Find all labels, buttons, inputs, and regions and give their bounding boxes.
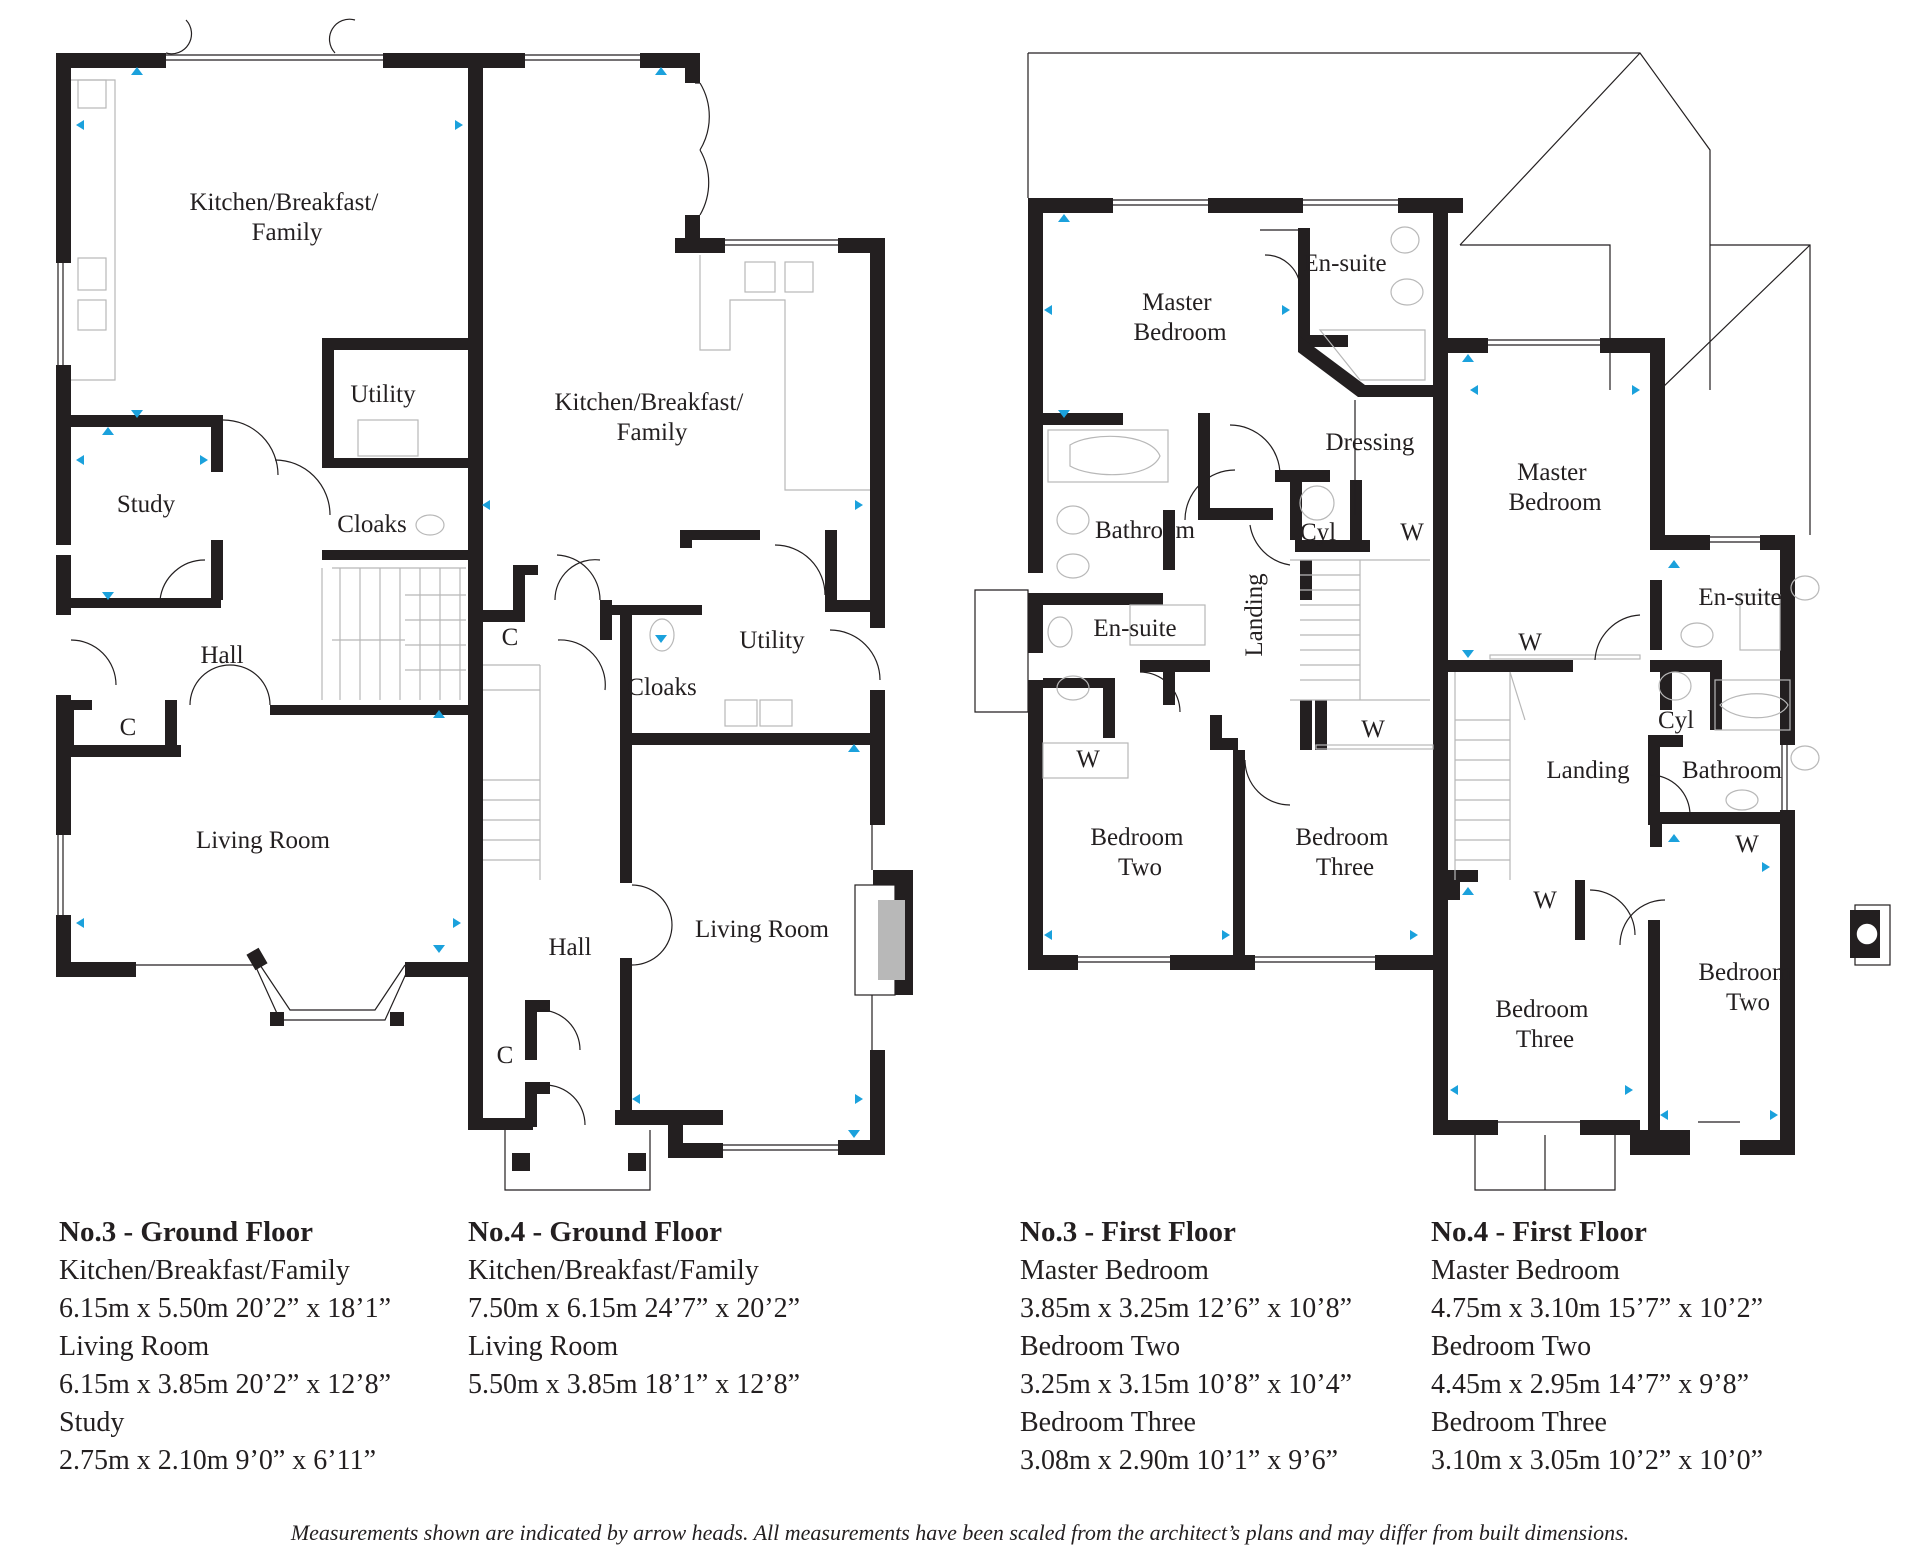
no4-utility-label: Utility: [739, 627, 805, 654]
no4-master-bedroom-label: Master Bedroom: [1508, 459, 1602, 516]
no3-ensuite-2-label: En-suite: [1093, 615, 1176, 642]
legend-line: 6.15m x 5.50m 20’2” x 18’1”: [59, 1293, 392, 1324]
no4-wardrobe-3-label: W: [1533, 887, 1557, 914]
legend-line: 4.45m x 2.95m 14’7” x 9’8”: [1431, 1369, 1750, 1400]
no3-master-bedroom-label: Master Bedroom: [1133, 289, 1227, 346]
no4-kitchen-label: Kitchen/Breakfast/ Family: [554, 389, 749, 446]
legend-line: 5.50m x 3.85m 18’1” x 12’8”: [468, 1369, 801, 1400]
no3-utility-label: Utility: [350, 381, 416, 408]
legend-title: No.3 - Ground Floor: [59, 1216, 314, 1248]
no4-bedroom-three-label: Bedroom Three: [1495, 996, 1594, 1053]
legend-title: No.4 - Ground Floor: [468, 1216, 723, 1248]
no4-living-room-label: Living Room: [695, 916, 830, 943]
measurement-arrow-heads: [76, 67, 1778, 1138]
no4-cupboard-label: C: [502, 624, 519, 651]
legend-line: Bedroom Three: [1020, 1407, 1196, 1438]
no4-ground-floor-legend: No.4 - Ground Floor Kitchen/Breakfast/Fa…: [468, 1212, 800, 1404]
no4-bathroom-label: Bathroom: [1682, 757, 1783, 784]
legend-line: Kitchen/Breakfast/Family: [59, 1255, 350, 1286]
room-labels: Kitchen/Breakfast/ Family Utility Study …: [117, 189, 1797, 1069]
no4-wardrobe-2-label: W: [1735, 831, 1759, 858]
no4-cloaks-label: Cloaks: [627, 674, 696, 701]
legend-line: 6.15m x 3.85m 20’2” x 12’8”: [59, 1369, 392, 1400]
legend-line: Living Room: [59, 1331, 210, 1362]
no3-first-floor-legend: No.3 - First Floor Master Bedroom 3.85m …: [1020, 1212, 1352, 1480]
no4-cylinder-label: Cyl: [1658, 707, 1694, 734]
no3-bedroom-three-label: Bedroom Three: [1295, 824, 1394, 881]
measurement-disclaimer: Measurements shown are indicated by arro…: [290, 1520, 1630, 1545]
legend-line: 3.25m x 3.15m 10’8” x 10’4”: [1020, 1369, 1353, 1400]
no4-ensuite-label: En-suite: [1698, 584, 1781, 611]
legend-line: Master Bedroom: [1431, 1255, 1620, 1286]
no3-cloaks-label: Cloaks: [337, 511, 406, 538]
no3-kitchen-label: Kitchen/Breakfast/ Family: [189, 189, 384, 246]
legend-line: 3.85m x 3.25m 12’6” x 10’8”: [1020, 1293, 1353, 1324]
no3-ground-floor-plan: [56, 18, 483, 1026]
legend-line: Living Room: [468, 1331, 619, 1362]
no3-cylinder-label: Cyl: [1300, 519, 1336, 546]
no4-cupboard-2-label: C: [497, 1042, 514, 1069]
no3-wardrobe-1-label: W: [1400, 519, 1424, 546]
no3-landing-label: Landing: [1241, 573, 1268, 657]
no3-wardrobe-2-label: W: [1076, 746, 1100, 773]
legend-line: Study: [59, 1407, 125, 1438]
no3-wardrobe-3-label: W: [1361, 716, 1385, 743]
legend-line: 7.50m x 6.15m 24’7” x 20’2”: [468, 1293, 801, 1324]
no3-dressing-label: Dressing: [1326, 429, 1415, 456]
legend-line: 3.10m x 3.05m 10’2” x 10’0”: [1431, 1445, 1764, 1476]
legend-line: 3.08m x 2.90m 10’1” x 9’6”: [1020, 1445, 1339, 1476]
legend-line: 4.75m x 3.10m 15’7” x 10’2”: [1431, 1293, 1764, 1324]
no4-wardrobe-1-label: W: [1518, 629, 1542, 656]
no3-first-floor-plan: [974, 52, 1711, 970]
no4-first-floor-legend: No.4 - First Floor Master Bedroom 4.75m …: [1431, 1212, 1763, 1480]
no4-bedroom-two-label: Bedroom Two: [1698, 959, 1797, 1016]
no3-ground-floor-legend: No.3 - Ground Floor Kitchen/Breakfast/Fa…: [59, 1212, 391, 1480]
legend-title: No.4 - First Floor: [1431, 1216, 1647, 1248]
no4-ground-floor-plan: [468, 53, 913, 1191]
legend-line: Bedroom Three: [1431, 1407, 1607, 1438]
no3-ensuite-label: En-suite: [1303, 250, 1386, 277]
legend-line: Master Bedroom: [1020, 1255, 1209, 1286]
no4-landing-label: Landing: [1546, 757, 1630, 784]
legend-line: 2.75m x 2.10m 9’0” x 6’11”: [59, 1445, 377, 1476]
no4-hall-label: Hall: [548, 934, 591, 961]
no3-hall-label: Hall: [200, 642, 243, 669]
no3-cupboard-label: C: [120, 714, 137, 741]
no4-first-floor-plan: [1433, 244, 1891, 1191]
legend-title: No.3 - First Floor: [1020, 1216, 1236, 1248]
no3-living-room-label: Living Room: [196, 827, 331, 854]
no3-bathroom-label: Bathroom: [1095, 517, 1196, 544]
no3-bedroom-two-label: Bedroom Two: [1090, 824, 1189, 881]
legend-line: Bedroom Two: [1431, 1331, 1592, 1362]
no3-study-label: Study: [117, 491, 176, 518]
legend-line: Bedroom Two: [1020, 1331, 1181, 1362]
legend-line: Kitchen/Breakfast/Family: [468, 1255, 759, 1286]
